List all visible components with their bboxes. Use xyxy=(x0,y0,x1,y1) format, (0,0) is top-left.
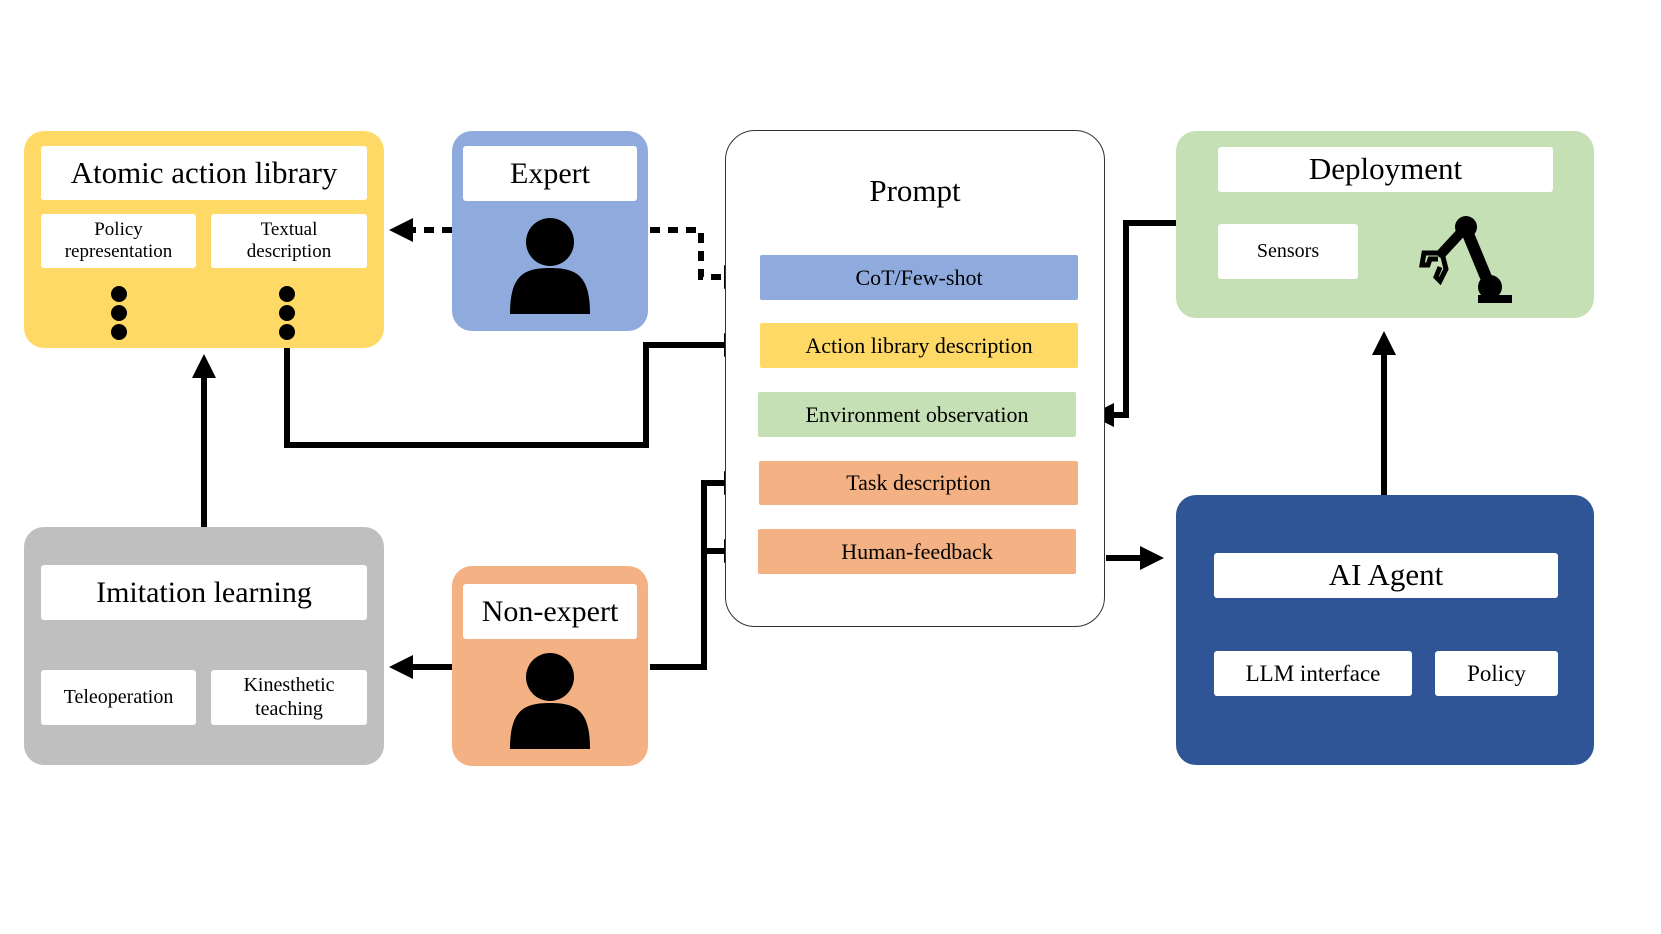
deployment-panel: Deployment Sensors xyxy=(1176,131,1594,318)
textual-description-box: Textual description xyxy=(211,214,367,268)
non-expert-person-icon xyxy=(510,653,590,749)
arrow-nonexpert-to-task xyxy=(650,471,748,670)
arrow-expert-to-cot xyxy=(650,227,748,289)
sensors-box: Sensors xyxy=(1218,224,1358,279)
ai-agent-title: AI Agent xyxy=(1214,553,1558,598)
atomic-action-library-title: Atomic action library xyxy=(41,146,367,200)
policy-ellipsis-icon xyxy=(111,286,127,343)
deployment-title: Deployment xyxy=(1218,147,1553,192)
non-expert-title: Non-expert xyxy=(463,584,637,639)
teleoperation-box: Teleoperation xyxy=(41,670,196,725)
expert-person-icon xyxy=(510,218,590,314)
policy-representation-box: Policy representation xyxy=(41,214,196,268)
non-expert-panel: Non-expert xyxy=(452,566,648,766)
expert-panel: Expert xyxy=(452,131,648,331)
imitation-learning-title: Imitation learning xyxy=(41,565,367,620)
textual-ellipsis-icon xyxy=(279,286,295,343)
imitation-learning-panel: Imitation learning Teleoperation Kinesth… xyxy=(24,527,384,765)
prompt-title: Prompt xyxy=(869,173,961,208)
llm-interface-box: LLM interface xyxy=(1214,651,1412,696)
arrow-library-to-action-desc xyxy=(284,333,748,448)
environment-observation-item: Environment observation xyxy=(758,392,1076,437)
task-description-item: Task description xyxy=(759,461,1078,505)
ai-agent-panel: AI Agent LLM interface Policy xyxy=(1176,495,1594,765)
atomic-action-library-panel: Atomic action library Policy representat… xyxy=(24,131,384,348)
action-library-description-item: Action library description xyxy=(760,323,1078,368)
policy-box: Policy xyxy=(1435,651,1558,696)
kinesthetic-teaching-box: Kinesthetic teaching xyxy=(211,670,367,725)
expert-title: Expert xyxy=(463,146,637,201)
human-feedback-item: Human-feedback xyxy=(758,529,1076,574)
arrow-deployment-to-env xyxy=(1090,220,1176,427)
robot-arm-icon xyxy=(1419,216,1512,303)
cot-few-shot-item: CoT/Few-shot xyxy=(760,255,1078,300)
